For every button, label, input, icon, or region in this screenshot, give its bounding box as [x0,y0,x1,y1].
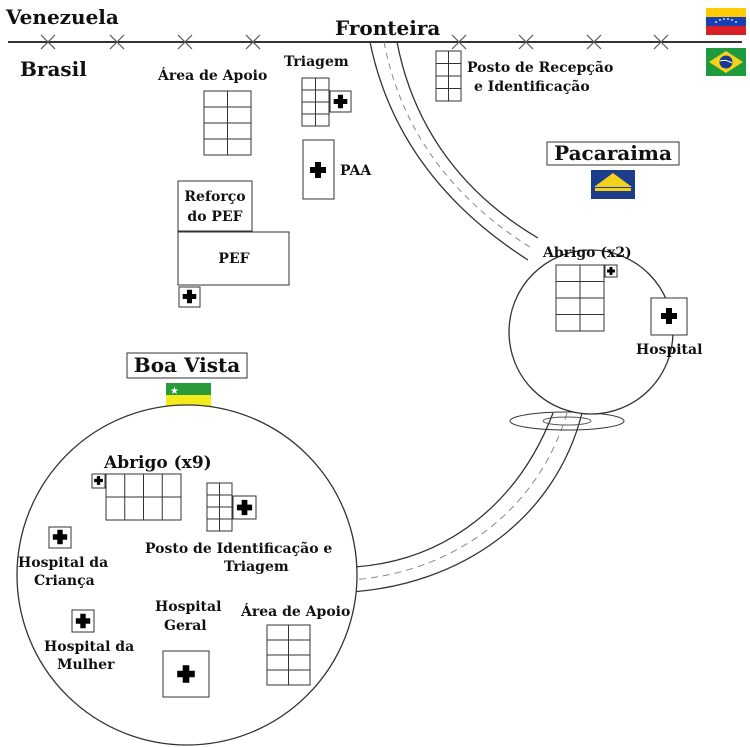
hospital-mulher-label-1: Hospital da [44,639,134,655]
brasil-label: Brasil [20,57,87,81]
area-apoio-building [203,90,252,156]
svg-text:★: ★ [170,386,179,397]
fronteira-label: Fronteira [335,16,440,40]
road-pacaraima-boavista [349,411,625,593]
triagem-medical-cross-icon [329,90,352,113]
pacaraima-abrigo-building [555,264,605,332]
venezuela-flag-icon [706,8,746,35]
pacaraima-hospital-label: Hospital [636,342,702,358]
hospital-crianca-label-1: Hospital da [18,555,108,571]
hospital-geral-label-1: Hospital [155,599,221,615]
road-border-pacaraima [369,41,539,261]
boa-vista-abrigo-cross-icon [91,473,106,489]
posto-recepcao-label-1: Posto de Recepção [467,59,613,76]
boa-vista-abrigo-building [105,473,182,521]
boa-vista-abrigo-label: Abrigo (x9) [103,453,212,473]
pacaraima-title-box [546,141,680,166]
hospital-mulher-cross-icon [71,609,95,633]
boa-vista-area-apoio-label: Área de Apoio [240,602,350,620]
brazil-flag-icon [706,48,746,76]
triagem-label: Triagem [284,54,349,70]
posto-recepcao-label-2: e Identificação [474,78,590,95]
venezuela-label: Venezuela [5,5,119,29]
boa-vista-posto-building [206,482,233,532]
boa-vista-posto-label-1: Posto de Identificação e [145,540,332,557]
reforco-pef-label-1: Reforço [184,189,245,205]
pacaraima-flag-icon [591,170,635,199]
boa-vista-title-box [126,352,248,379]
boa-vista-area-apoio-building [266,624,311,686]
hospital-crianca-label-2: Criança [34,573,95,589]
hospital-geral-label-2: Geral [164,618,207,634]
paa-label: PAA [340,163,372,179]
hospital-crianca-cross-icon [48,526,72,549]
area-apoio-label: Área de Apoio [157,66,267,84]
pef-medical-cross-icon [178,286,201,308]
pacaraima-title: Pacaraima [554,141,672,165]
pacaraima-abrigo-cross-icon [604,264,618,278]
pacaraima-abrigo-label: Abrigo (x2) [542,245,632,261]
posto-recepcao-building [435,50,462,102]
paa-building [302,139,335,200]
pef-label: PEF [218,251,249,267]
hospital-geral-building [162,650,210,698]
pacaraima-hospital-building [650,297,688,336]
boa-vista-title: Boa Vista [134,353,240,377]
reforco-pef-label-2: do PEF [187,209,242,225]
boa-vista-posto-cross-icon [232,495,257,520]
pef-box [177,231,290,286]
boa-vista-posto-label-2: Triagem [224,559,289,575]
reforco-pef-box [177,180,253,232]
hospital-mulher-label-2: Mulher [57,657,115,673]
triagem-building [301,77,330,127]
border-line [8,34,742,50]
